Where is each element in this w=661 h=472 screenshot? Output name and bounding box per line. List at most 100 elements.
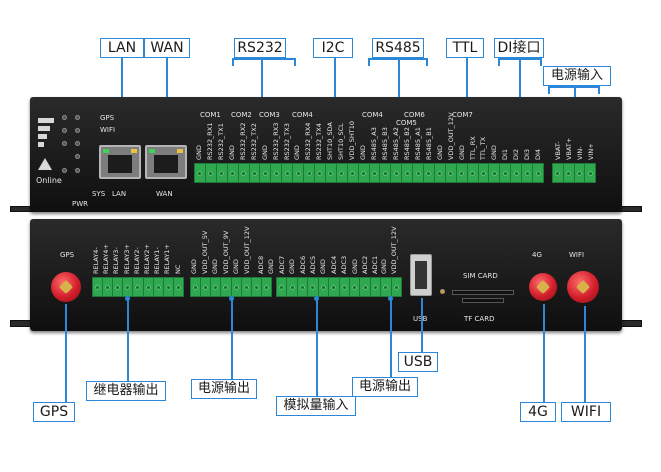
analog-input-pin-label: ADC7 [277,255,286,274]
gps-led [62,115,67,120]
front-terminal-pin-label: DI4 [534,148,543,160]
power-output-right-callout: 电源输出 [352,377,418,397]
relay-pin-label: RELAY1+ [163,244,172,274]
wan-port[interactable] [145,145,187,179]
sys-led [62,141,67,146]
usb-callout: USB [398,352,438,372]
front-terminal-pin-label: GND [359,145,368,160]
analog-input-terminal[interactable] [276,277,402,297]
relay-pin-label: RELAY2+ [143,244,151,274]
front-terminal-pin-label: TTL_TX [479,136,488,160]
front-terminal-pin-label: GND [260,145,269,160]
analog-input-pin-label: ADC6 [298,255,307,274]
relay-pin-label: RELAY3- [112,247,121,274]
front-terminal-pin-label: RS232_RX3 [271,122,280,160]
power-input-terminal[interactable] [552,163,596,183]
front-terminal-block[interactable] [194,163,544,183]
front-terminal-pin-label: RS485_A3 [370,127,379,160]
front-terminal-pin-label: DI1 [501,148,510,160]
4g-antenna-label: 4G [532,251,542,259]
front-terminal-pin-label: DI3 [523,148,532,160]
relay-output-callout: 继电器输出 [86,381,166,401]
front-terminal-pin-label: RS485_A2 [391,127,400,160]
wifi-led [62,128,67,133]
front-terminal-pin-label: GND [457,145,466,160]
wan-callout: WAN [144,38,190,58]
front-terminal-pin-label: SHT10_SDA [326,122,335,160]
power-input-pin-label: VBAT+ [565,137,573,160]
tf-card-slot[interactable] [462,298,504,303]
gps-led-label: GPS [100,114,115,122]
com4-label: COM4 [292,111,313,119]
power-output-right-pin-label: VDD_OUT_12V [390,226,398,274]
com3-label: COM3 [259,111,280,119]
front-terminal-pin-label: DI2 [512,148,521,160]
usb-port[interactable] [410,254,432,296]
wan-port-label: WAN [156,190,173,198]
relay-pin-label: RELAY4+ [102,244,111,274]
front-terminal-pin-label: GND [195,145,203,160]
power-output-pin-label: VDD_OUT_9V [221,230,230,274]
wifi-antenna[interactable] [567,271,599,303]
4g-callout: 4G [520,402,556,422]
analog-input-pin-label: GND [267,259,276,274]
sim-card-slot[interactable] [452,290,514,295]
i2c-callout: I2C [313,38,353,58]
power-output-pin-label: GND [211,259,219,274]
analog-input-callout: 模拟量输入 [276,396,356,416]
analog-input-pin-label: ADC8 [257,255,265,274]
front-terminal-pin-label: RS232_RX1 [205,122,214,160]
front-terminal-pin-label: RS232_RX2 [238,122,247,160]
rs485-callout: RS485 [372,38,424,58]
gps-antenna[interactable] [51,272,81,302]
power-output-right-pin-label: GND [380,259,388,274]
front-terminal-pin-label: VDD_SHT10 [348,121,357,160]
power-input-pin-label: VIN+ [587,143,595,160]
online-label: Online [36,176,62,185]
gps-callout: GPS [33,402,75,422]
power-output-pin-label: VDD_OUT_12V [242,226,251,274]
front-terminal-pin-label: GND [435,145,444,160]
power-output-left-callout: 电源输出 [191,379,257,399]
usb-port-label: USB [413,315,427,323]
front-terminal-pin-label: RS232_TX3 [282,123,291,160]
front-terminal-pin-label: GND [227,145,236,160]
front-terminal-pin-label: RS485_B1 [424,127,433,160]
front-terminal-pin-label: GND [490,145,499,160]
analog-input-pin-label: ADC2 [361,255,369,274]
tf-card-label: TF CARD [464,315,495,323]
pwr-led-label: PWR [72,200,89,208]
analog-input-pin-label: ADC4 [329,255,338,274]
analog-input-pin-label: ADC3 [340,255,349,274]
front-terminal-pin-label: RS232_TX1 [216,123,225,160]
relay-terminal-block[interactable] [92,277,184,297]
power-output-pin-label: GND [190,259,198,274]
pwr-led [62,168,67,173]
com6-label: COM6 [404,111,425,119]
com7-label: COM7 [452,111,473,119]
ttl-callout: TTL [446,38,484,58]
relay-pin-label: RELAY3+ [122,244,131,274]
wifi-led-label: WIFI [100,126,116,134]
rs232-callout: RS232 [234,38,286,58]
power-input-pin-label: VIN- [576,146,584,160]
lan-port-label: LAN [112,190,127,198]
front-terminal-pin-label: RS232_TX2 [249,123,258,160]
relay-pin-label: RELAY2- [132,247,141,274]
sim-card-label: SIM CARD [463,272,498,280]
analog-input-pin-label: GND [319,259,328,274]
gps-antenna-label: GPS [60,251,75,259]
com2-label: COM2 [231,111,252,119]
lan-port[interactable] [99,145,141,179]
power-input-pin-label: VBAT- [554,141,562,160]
power-output-terminal-left[interactable] [190,277,272,297]
front-terminal-pin-label: SHT10_SCL [337,123,346,160]
analog-input-pin-label: ADC5 [309,255,317,274]
relay-pin-label: NC [173,264,182,274]
4g-antenna[interactable] [529,273,557,301]
relay-pin-label: RELAY4- [92,247,100,274]
front-terminal-pin-label: TTL_RX [468,136,477,160]
front-terminal-pin-label: RS232_RX4 [304,122,313,160]
front-terminal-pin-label: RS485_A1 [413,127,422,160]
lan-callout: LAN [100,38,144,58]
